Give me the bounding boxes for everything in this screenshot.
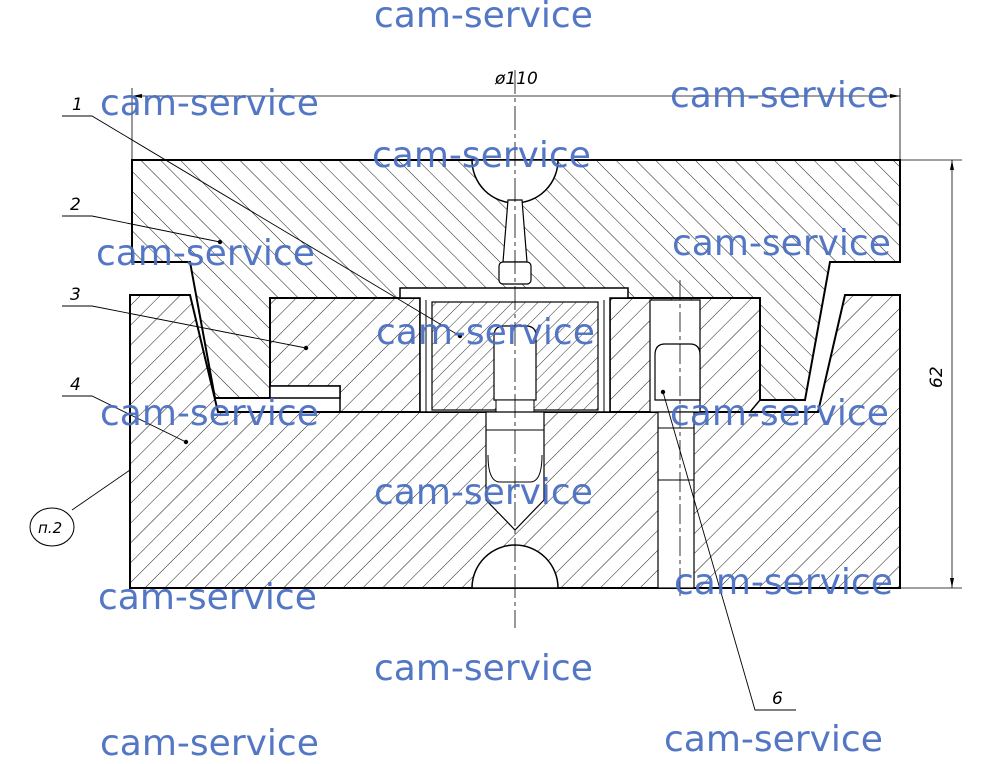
callout-1: 1 [72,95,83,115]
watermark: cam-service [374,472,593,513]
watermark: cam-service [672,223,891,264]
watermark: cam-service [96,233,315,274]
callout-4: 4 [70,375,81,395]
leader-2 [62,215,221,243]
watermark: cam-service [100,83,319,124]
watermark: cam-service [674,562,893,603]
watermark: cam-service [374,648,593,689]
diameter-label: ø110 [494,69,538,89]
insert-step [269,385,341,399]
watermark: cam-service [670,393,889,434]
note-bubble [29,507,75,547]
watermark: cam-service [670,75,889,116]
callout-6: 6 [772,689,783,709]
watermark: cam-service [376,312,595,353]
leader-1 [62,115,461,337]
callout-2: 2 [70,195,81,215]
watermark: cam-service [664,719,883,760]
watermark: cam-service [100,393,319,434]
ejector-bore-lower [657,411,695,589]
watermark: cam-service [98,577,317,618]
height-label: 62 [927,366,947,388]
callout-3: 3 [70,285,81,305]
watermark: cam-service [372,135,591,176]
watermark: cam-service [374,0,593,36]
leader-6 [662,391,796,711]
ejector-pin [654,343,701,401]
leader-3 [62,305,307,349]
note-label: п.2 [38,519,62,537]
leader-4 [62,395,187,443]
watermark: cam-service [100,723,319,764]
leader-note [71,469,131,511]
